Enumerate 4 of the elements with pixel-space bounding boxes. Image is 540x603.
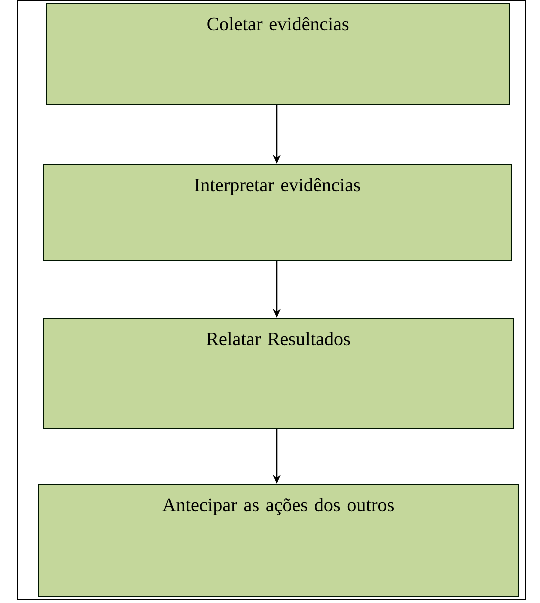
process-box: Coletar evidências xyxy=(46,3,510,106)
process-box: Interpretar evidências xyxy=(43,164,512,262)
process-box: Relatar Resultados xyxy=(43,318,514,430)
process-box: Antecipar as ações dos outros xyxy=(38,484,520,598)
